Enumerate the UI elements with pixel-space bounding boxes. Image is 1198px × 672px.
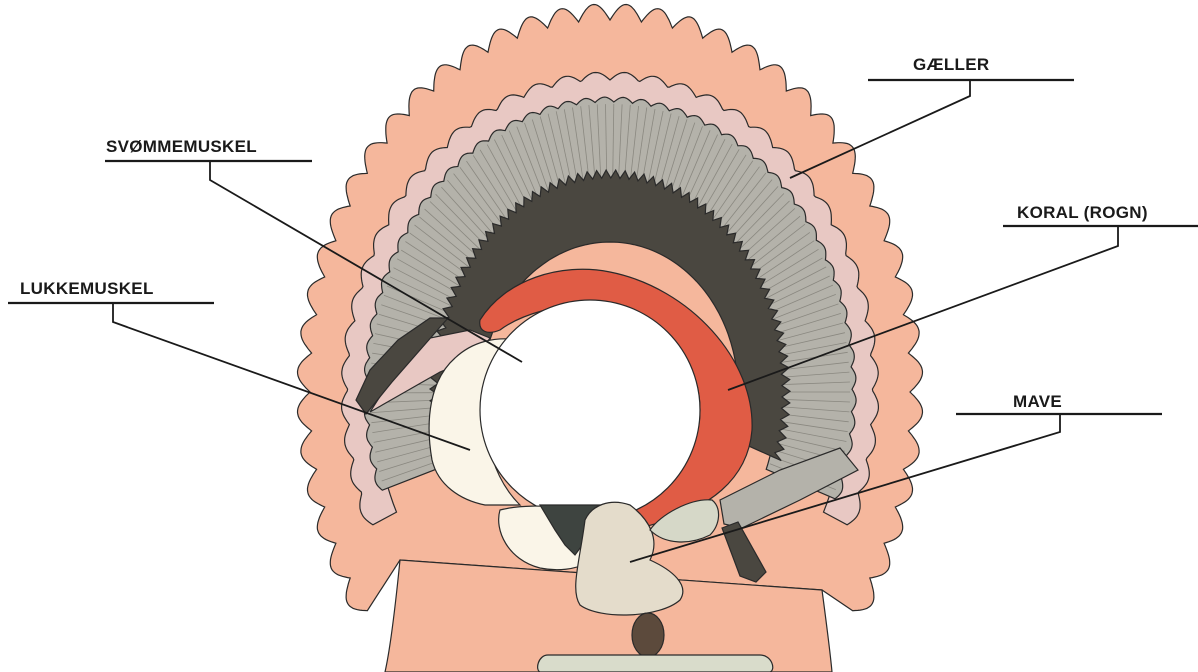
label-gills: GÆLLER: [913, 55, 989, 74]
label-adductor: LUKKEMUSKEL: [20, 279, 154, 298]
swim-muscle-circle: [480, 300, 700, 520]
label-stomach: MAVE: [1013, 392, 1062, 411]
bottom-capsule: [538, 655, 773, 672]
label-swim-muscle: SVØMMEMUSKEL: [106, 137, 257, 156]
foot-oval: [632, 613, 664, 657]
label-coral: KORAL (ROGN): [1017, 203, 1148, 222]
